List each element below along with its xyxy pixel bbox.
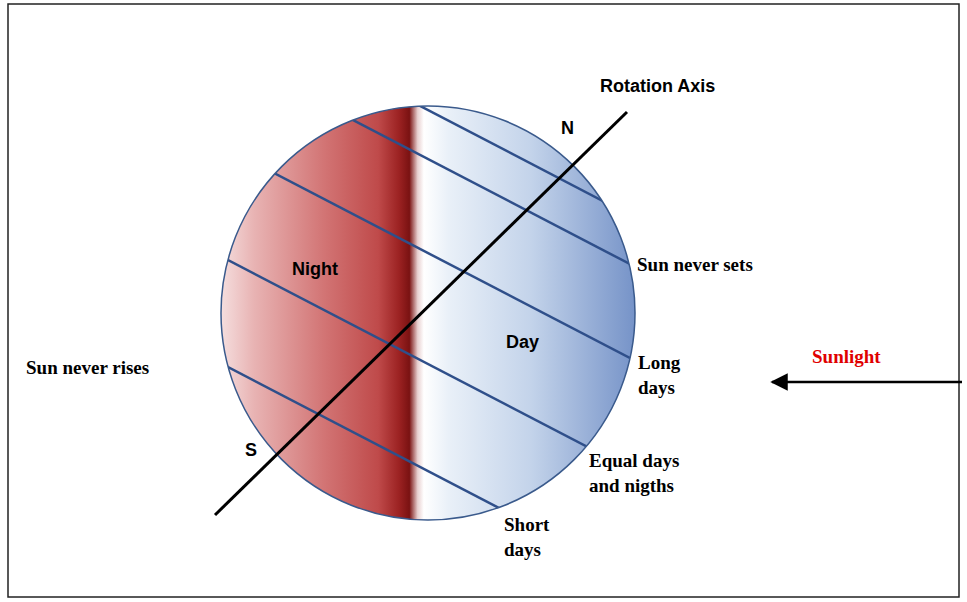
globe-outline <box>221 106 635 520</box>
region-label: Night <box>292 257 338 282</box>
sunlight-arrow <box>772 381 962 384</box>
axis-label: Rotation Axis <box>600 74 715 99</box>
sunlight-label: Sunlight <box>812 344 881 369</box>
zone-label: Sun never rises <box>26 355 149 380</box>
zone-label: Sun never sets <box>637 252 753 277</box>
rotation-axis <box>215 112 627 515</box>
pole-label: N <box>561 116 574 141</box>
frame-border <box>8 4 959 597</box>
earth-globe <box>221 106 635 520</box>
zone-label: Short days <box>504 512 576 562</box>
pole-label: S <box>245 438 257 463</box>
zone-label: Equal days and nigths <box>589 448 714 498</box>
zone-label: Long days <box>638 350 708 400</box>
region-label: Day <box>506 330 539 355</box>
